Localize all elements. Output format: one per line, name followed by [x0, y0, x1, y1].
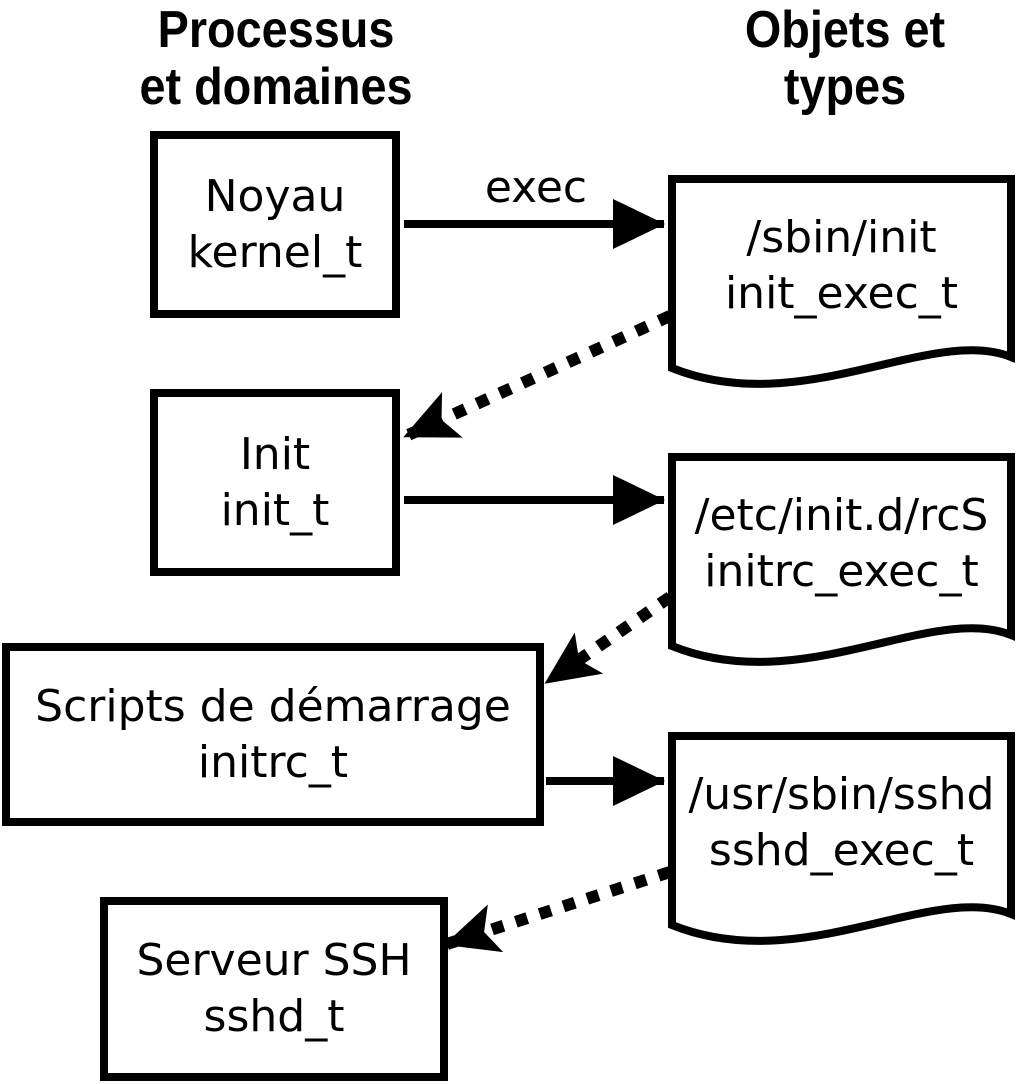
object-label-sshd-exec: /usr/sbin/sshd sshd_exec_t [676, 740, 1007, 905]
object-label-init-exec: /sbin/init init_exec_t [676, 183, 1007, 348]
process-box-initrc: Scripts de démarrage initrc_t [2, 643, 544, 826]
object-path: /sbin/init [746, 211, 937, 263]
document-shape-sshd-exec [668, 732, 1015, 945]
document-shape-initrc-exec [668, 453, 1015, 666]
process-domain: sshd_t [203, 991, 345, 1042]
object-type: initrc_exec_t [704, 545, 979, 597]
process-box-init: Init init_t [150, 389, 400, 576]
object-label-initrc-exec: /etc/init.d/rcS initrc_exec_t [676, 461, 1007, 626]
transition-arrow-to-init-t [403, 310, 673, 442]
process-domain: kernel_t [187, 226, 363, 278]
process-label: Init [239, 428, 311, 480]
process-domain: initrc_t [197, 736, 349, 788]
object-type: sshd_exec_t [708, 824, 975, 876]
transition-arrow-to-initrc-t [543, 592, 674, 687]
object-type: init_exec_t [724, 267, 959, 319]
exec-arrow-label: exec [484, 162, 588, 213]
object-path: /etc/init.d/rcS [694, 489, 989, 541]
process-label: Scripts de démarrage [35, 680, 511, 732]
column-header-objects-line1: Objets et [744, 1, 946, 59]
process-domain: init_t [220, 484, 330, 536]
transition-arrow-to-sshd-t [444, 866, 672, 953]
column-header-processes-line2: et domaines [139, 58, 413, 116]
column-header-processes-line1: Processus [157, 1, 395, 59]
column-header-objects-line2: types [783, 58, 907, 116]
column-header-objects: Objets et types [665, 2, 1024, 116]
process-box-kernel: Noyau kernel_t [150, 131, 400, 318]
process-label: Serveur SSH [136, 935, 412, 986]
document-shape-init-exec [668, 175, 1015, 388]
object-path: /usr/sbin/sshd [688, 768, 995, 820]
process-label: Noyau [204, 170, 346, 222]
column-header-processes: Processus et domaines [96, 2, 456, 116]
process-box-sshd: Serveur SSH sshd_t [100, 897, 448, 1081]
